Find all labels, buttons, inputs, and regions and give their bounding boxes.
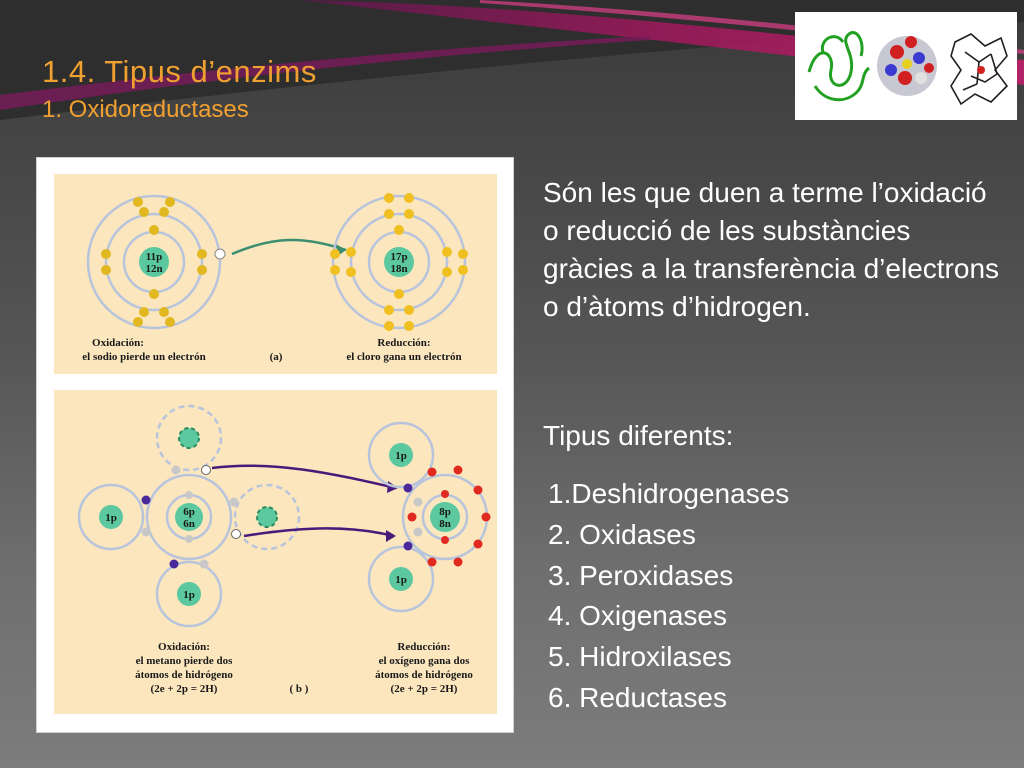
panel-a-right-caption-line1: Reducción: <box>377 337 430 349</box>
methane-oxygen-diagram: 6p 6n 1p 1p <box>77 404 491 695</box>
panel-b-left-caption-line3: átomos de hidrógeno <box>135 669 233 681</box>
hydrogen-bottom-right <box>389 567 413 591</box>
hydrogen-left <box>99 505 123 529</box>
hydrogen-top-right <box>389 443 413 467</box>
oxygen-nucleus <box>430 502 460 532</box>
panel-b-left-caption-line1: Oxidación: <box>158 641 210 653</box>
ribbon-protein-icon <box>807 31 871 102</box>
panel-b-marker: ( b ) <box>290 683 309 695</box>
slide-title: 1.4. Tipus d’enzims <box>42 54 317 89</box>
slide-subtitle: 1. Oxidoreductases <box>42 96 249 123</box>
panel-b-right-caption-line1: Reducción: <box>397 641 450 653</box>
hydrogen-transfer-arrow-bottom <box>243 527 395 538</box>
removed-hydrogen-right <box>256 506 278 528</box>
spacefill-protein-icon <box>877 36 937 96</box>
sodium-electrons <box>101 197 207 327</box>
carbon-neutrons-label: 6n <box>183 518 195 530</box>
redox-figure: 11p 12n 17p <box>36 157 514 733</box>
electron-transfer-arrow <box>231 238 347 256</box>
sodium-neutrons-label: 12n <box>145 263 162 275</box>
types-list: 1.Deshidrogenases 2. Oxidases 3. Peroxid… <box>548 474 789 719</box>
water-molecule <box>367 421 489 613</box>
types-heading: Tipus diferents: <box>543 420 734 451</box>
figure-panel-b: 6p 6n 1p 1p <box>54 390 497 714</box>
panel-b-right-caption-line4: (2e + 2p = 2H) <box>391 683 458 695</box>
methane-electrons <box>141 465 241 569</box>
chlorine-neutrons-label: 18n <box>390 263 407 275</box>
oxygen-electrons <box>403 465 491 567</box>
removed-hydrogen-top <box>178 427 200 449</box>
hydrogen-bottom <box>177 582 201 606</box>
chlorine-protons-label: 17p <box>390 251 407 263</box>
panel-a-left-caption-line1: Oxidación: <box>92 337 144 349</box>
sodium-protons-label: 11p <box>146 251 163 263</box>
hydrogen-bottom-right-label: 1p <box>395 574 407 586</box>
sodium-nucleus <box>139 247 169 277</box>
list-item: 3. Peroxidases <box>548 559 734 591</box>
figure-panel-a: 11p 12n 17p <box>54 174 497 374</box>
wireframe-protein-icon <box>950 33 1009 106</box>
description-text: Són les que duen a terme l’oxidació o re… <box>543 177 1000 322</box>
hydrogen-top-right-label: 1p <box>395 450 407 462</box>
protein-structures-image <box>795 12 1017 120</box>
chlorine-nucleus <box>384 247 414 277</box>
list-item: 4. Oxigenases <box>548 600 727 632</box>
header-swoosh-decoration <box>0 0 1024 120</box>
sodium-chlorine-diagram: 11p 12n 17p <box>82 193 468 363</box>
carbon-nucleus <box>175 503 203 531</box>
panel-b-right-caption-line3: átomos de hidrógeno <box>375 669 473 681</box>
list-item: 5. Hidroxilases <box>548 641 732 673</box>
hydrogen-transfer-arrow-top <box>211 464 397 490</box>
panel-a-right-caption-line2: el cloro gana un electrón <box>346 351 461 363</box>
arrow-head-bottom <box>386 530 396 542</box>
list-item: 2. Oxidases <box>548 518 696 550</box>
carbon-protons-label: 6p <box>183 506 195 518</box>
panel-b-left-caption-line4: (2e + 2p = 2H) <box>151 683 218 695</box>
transferred-electron <box>214 248 226 260</box>
panel-b-right-caption-line2: el oxígeno gana dos <box>379 655 470 667</box>
list-item: 6. Reductases <box>548 681 727 713</box>
oxygen-protons-label: 8p <box>439 506 451 518</box>
panel-a-left-caption-line2: el sodio pierde un electrón <box>82 351 205 363</box>
panel-b-left-caption-line2: el metano pierde dos <box>136 655 234 667</box>
oxygen-neutrons-label: 8n <box>439 518 451 530</box>
panel-a-marker: (a) <box>270 351 283 363</box>
hydrogen-left-label: 1p <box>105 512 117 524</box>
hydrogen-bottom-label: 1p <box>183 589 195 601</box>
list-item: 1.Deshidrogenases <box>548 478 790 509</box>
chlorine-electrons <box>330 193 468 331</box>
